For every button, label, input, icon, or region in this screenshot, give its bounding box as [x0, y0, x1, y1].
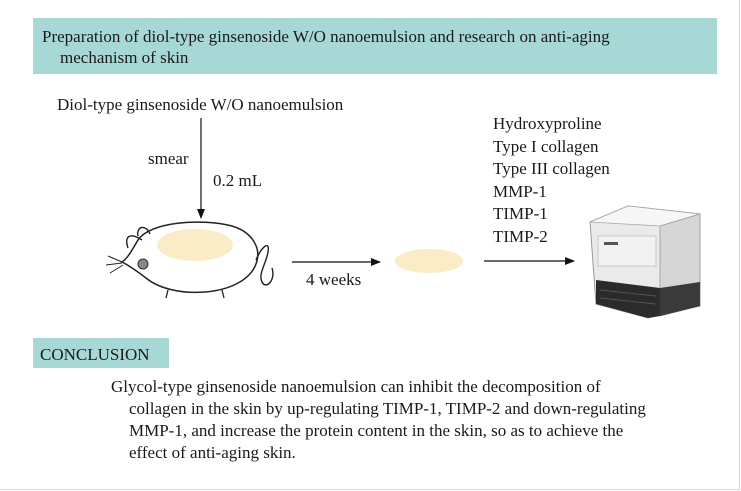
conclusion-text: Glycol-type ginsenoside nanoemulsion can… [111, 376, 711, 464]
indicator-item: Type I collagen [493, 136, 599, 156]
title-line-2: mechanism of skin [60, 48, 189, 67]
dose-label: 0.2 mL [213, 171, 263, 190]
indicator-item: TIMP-1 [493, 204, 548, 223]
conclusion-line: collagen in the skin by up-regulating TI… [129, 399, 646, 418]
indicator-item: Hydroxyproline [493, 114, 602, 133]
indicator-item: MMP-1 [493, 181, 547, 201]
conclusion-line: Glycol-type ginsenoside nanoemulsion can… [111, 377, 601, 396]
conclusion-banner [33, 338, 169, 368]
source-label: Diol-type ginsenoside W/O nanoemulsion [57, 95, 344, 114]
skin-sample-icon [395, 249, 463, 273]
mouse-icon [105, 221, 274, 299]
method-label: smear [148, 149, 189, 168]
indicator-list: Hydroxyproline Type I collagen Type III … [493, 113, 610, 248]
title-banner [33, 18, 717, 74]
duration-label: 4 weeks [306, 270, 362, 289]
conclusion-line: MMP-1, and increase the protein content … [129, 421, 624, 440]
indicator-item: Type III collagen [493, 159, 610, 178]
indicator-item: TIMP-2 [493, 226, 548, 246]
conclusion-line: effect of anti-aging skin. [129, 443, 296, 462]
title: Preparation of diol-type ginsenoside W/O… [42, 26, 702, 68]
title-line-1: Preparation of diol-type ginsenoside W/O… [42, 27, 610, 46]
conclusion-heading: CONCLUSION [40, 345, 150, 364]
analyzer-instrument-icon [589, 205, 701, 319]
